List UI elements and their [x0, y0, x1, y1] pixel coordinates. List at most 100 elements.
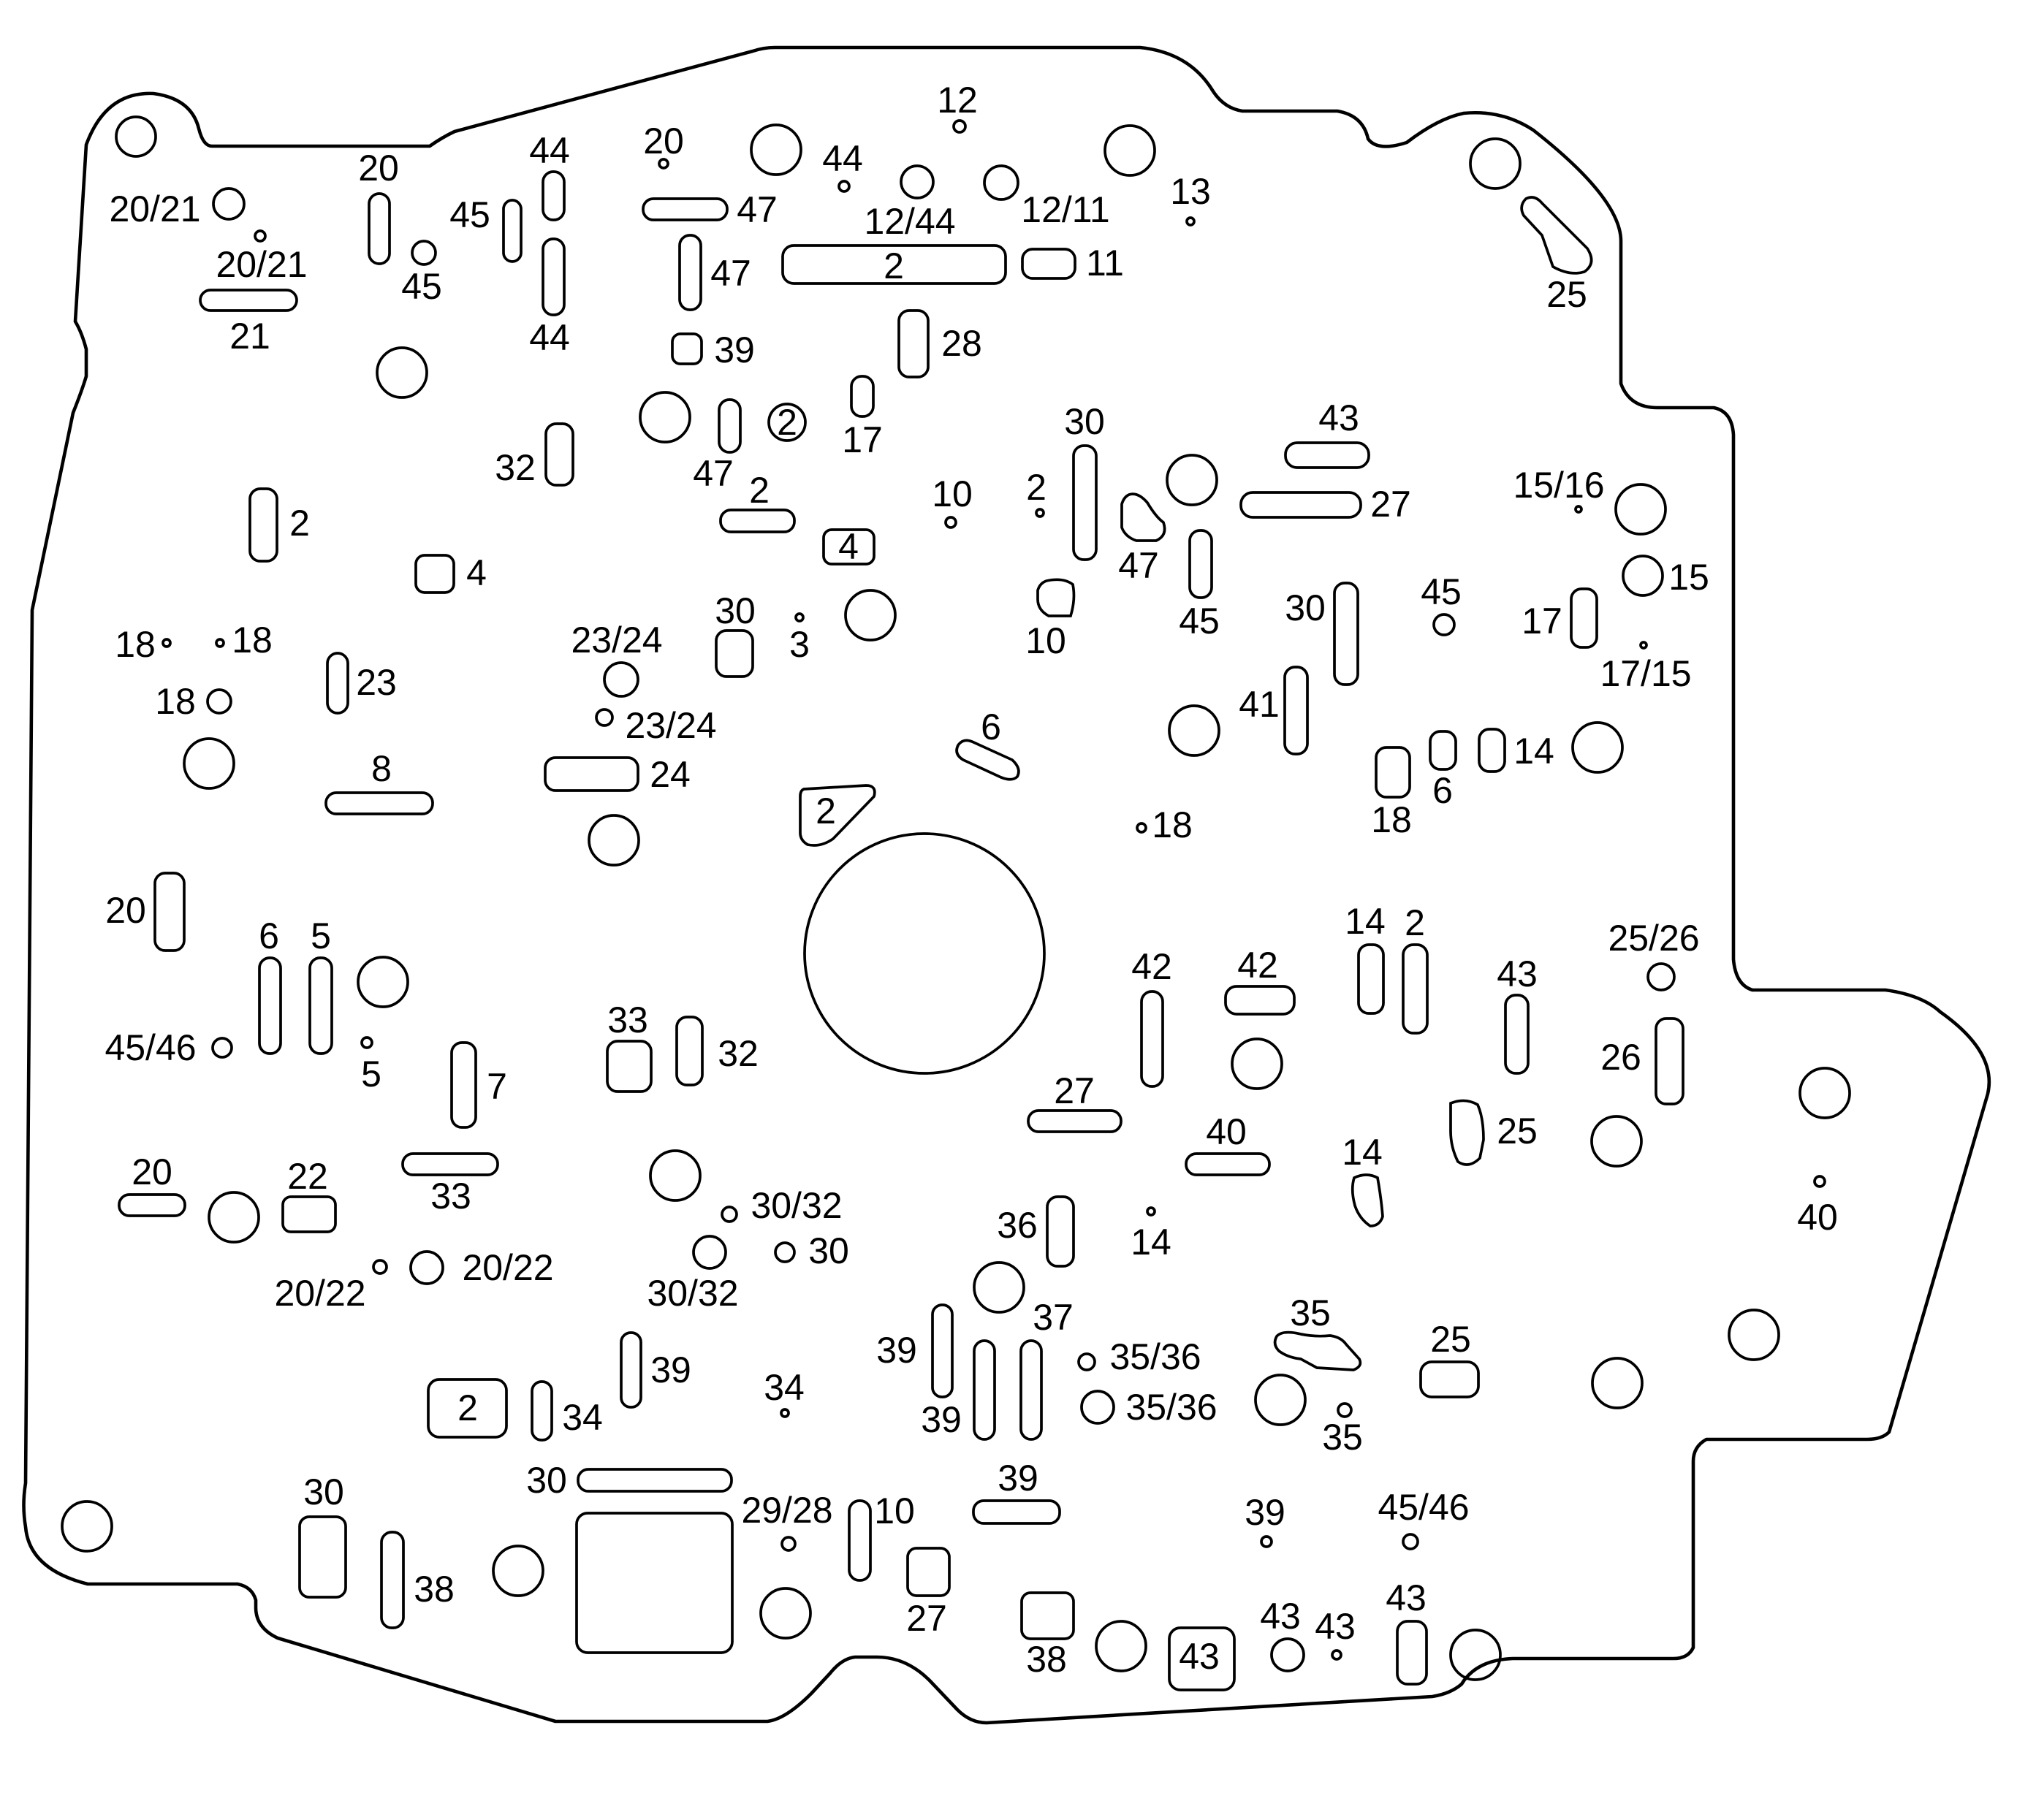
- port-label: 42: [1237, 945, 1278, 986]
- port-label: 43: [1497, 953, 1538, 994]
- port-label: 27: [1370, 484, 1411, 525]
- port-label: 14: [1131, 1222, 1171, 1263]
- port-label: 20: [132, 1151, 172, 1192]
- port-label: 15/16: [1513, 465, 1604, 506]
- port-label: 23/24: [571, 620, 662, 660]
- port-label: 17: [842, 419, 883, 460]
- port-label: 39: [998, 1458, 1038, 1499]
- port-label: 20/22: [462, 1247, 553, 1288]
- port-label: 10: [874, 1490, 915, 1531]
- port-label: 5: [311, 915, 331, 956]
- port-label: 30: [1064, 401, 1105, 442]
- port-label: 36: [997, 1205, 1038, 1246]
- port-label: 45: [1179, 601, 1220, 641]
- port-label: 23/24: [625, 705, 716, 746]
- port-label: 34: [562, 1397, 603, 1438]
- port-label: 45/46: [105, 1027, 196, 1068]
- port-label: 5: [361, 1054, 381, 1094]
- port-label: 25: [1546, 274, 1587, 315]
- port-label: 30: [303, 1471, 344, 1512]
- port-label: 12/11: [1021, 189, 1109, 230]
- port-label: 45: [401, 266, 442, 307]
- port-label: 40: [1797, 1197, 1838, 1238]
- port-label: 30: [715, 590, 756, 631]
- port-label: 30: [526, 1460, 567, 1501]
- port-label: 17: [1522, 601, 1562, 641]
- plate-outline: [22, 45, 1991, 1725]
- port-label: 6: [981, 707, 1001, 747]
- port-label: 4: [838, 526, 859, 567]
- port-label: 18: [1152, 804, 1193, 845]
- port-label: 14: [1513, 731, 1554, 772]
- port-label: 24: [650, 754, 691, 795]
- port-label: 27: [1054, 1070, 1095, 1111]
- port-label: 18: [232, 620, 273, 660]
- port-label: 12: [937, 80, 978, 121]
- port-label: 18: [1371, 799, 1412, 840]
- port-label: 20/22: [274, 1273, 365, 1314]
- port-label: 20: [643, 121, 684, 161]
- port-label: 2: [816, 791, 836, 831]
- port-label: 23: [356, 662, 397, 703]
- port-label: 30/32: [751, 1185, 842, 1226]
- port-label: 30: [808, 1230, 849, 1271]
- port-label: 13: [1170, 171, 1211, 212]
- port-label: 14: [1345, 901, 1386, 942]
- port-label: 2: [1405, 902, 1425, 943]
- port-label: 3: [789, 624, 810, 665]
- port-label: 34: [764, 1367, 805, 1408]
- port-label: 44: [529, 317, 570, 358]
- port-label: 44: [529, 130, 570, 171]
- port-label: 17/15: [1600, 653, 1691, 694]
- port-label: 39: [921, 1399, 962, 1440]
- port-label: 18: [155, 681, 196, 722]
- port-label: 10: [1025, 620, 1066, 661]
- port-label: 35/36: [1109, 1336, 1201, 1377]
- port-label: 20/21: [109, 189, 200, 229]
- port-label: 20: [105, 890, 146, 931]
- port-label: 38: [1026, 1639, 1067, 1680]
- port-label: 20/21: [216, 244, 307, 285]
- port-label: 2: [884, 245, 904, 286]
- port-label: 22: [287, 1156, 328, 1197]
- port-label: 2: [289, 503, 310, 544]
- port-label: 43: [1315, 1606, 1356, 1647]
- port-label: 20: [358, 148, 399, 189]
- port-label: 26: [1600, 1037, 1641, 1078]
- port-label: 25: [1497, 1111, 1538, 1151]
- port-label: 47: [737, 189, 778, 230]
- port-label: 8: [371, 748, 392, 789]
- port-label: 32: [718, 1033, 759, 1074]
- port-label: 30/32: [647, 1273, 738, 1314]
- port-label: 6: [259, 915, 279, 956]
- port-label: 38: [414, 1569, 455, 1610]
- port-label: 30: [1285, 587, 1326, 628]
- port-label: 43: [1386, 1577, 1427, 1618]
- port-label: 14: [1342, 1132, 1383, 1173]
- port-label: 35: [1322, 1417, 1363, 1458]
- port-label: 10: [932, 473, 973, 514]
- port-label: 37: [1033, 1297, 1074, 1338]
- port-label: 28: [941, 323, 982, 364]
- port-label: 39: [714, 330, 755, 370]
- port-label: 2: [777, 402, 797, 443]
- port-label: 11: [1086, 243, 1124, 283]
- port-label: 41: [1239, 684, 1280, 725]
- port-label: 40: [1206, 1111, 1247, 1152]
- port-label: 39: [876, 1330, 917, 1371]
- port-label: 43: [1179, 1636, 1220, 1677]
- port-label: 45/46: [1378, 1487, 1469, 1528]
- port-label: 33: [607, 1000, 648, 1040]
- port-label: 29/28: [741, 1490, 832, 1531]
- port-label: 25/26: [1608, 918, 1699, 959]
- port-label: 12/44: [864, 201, 955, 242]
- port-label: 42: [1131, 946, 1172, 987]
- port-label: 2: [749, 470, 770, 511]
- port-label: 4: [466, 552, 487, 593]
- port-label: 18: [115, 624, 156, 665]
- port-label: 15: [1668, 557, 1709, 598]
- port-label: 45: [1421, 571, 1462, 612]
- port-label: 35/36: [1125, 1387, 1217, 1428]
